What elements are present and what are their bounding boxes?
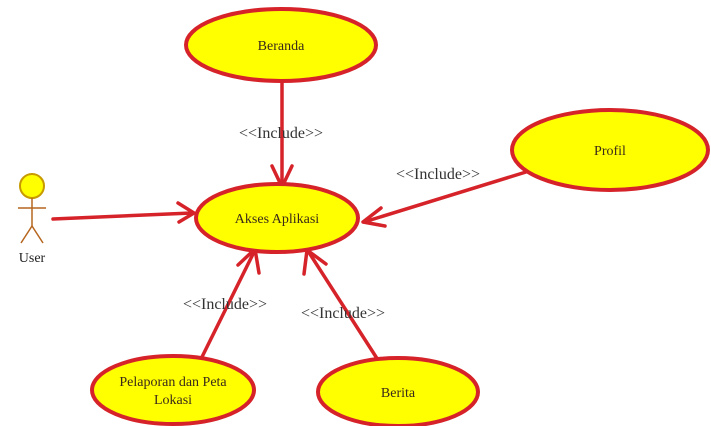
usecase-akses-aplikasi[interactable]: Akses Aplikasi — [194, 182, 360, 254]
usecase-pelaporan-label-line2: Lokasi — [154, 393, 192, 408]
edge-berita-akses — [306, 249, 380, 362]
edge-user-akses — [51, 211, 194, 221]
edge-profil-akses — [362, 170, 528, 224]
usecase-berita-label: Berita — [381, 386, 416, 401]
include-label-profil: <<Include>> — [396, 166, 480, 183]
arrowhead-profil-akses — [361, 206, 387, 228]
usecase-profil-shape — [510, 108, 710, 192]
usecase-beranda-shape — [184, 7, 378, 83]
actor-user[interactable]: User — [18, 173, 46, 266]
usecase-profil[interactable]: Profil — [510, 108, 710, 192]
include-label-beranda: <<Include>> — [239, 125, 323, 142]
usecase-pelaporan[interactable]: Pelaporan dan Peta Lokasi — [90, 354, 256, 426]
usecase-pelaporan-label-line1: Pelaporan dan Peta — [119, 375, 227, 390]
arrowhead-user-akses — [176, 201, 196, 224]
usecase-akses-aplikasi-label: Akses Aplikasi — [235, 212, 320, 227]
usecase-profil-label: Profil — [594, 144, 626, 159]
usecase-berita[interactable]: Berita — [316, 356, 480, 426]
usecase-beranda-label: Beranda — [258, 39, 305, 54]
actor-head — [19, 173, 45, 199]
include-labels: <<Include>> <<Include>> <<Include>> <<In… — [183, 125, 480, 322]
include-label-pelaporan: <<Include>> — [183, 296, 267, 313]
include-label-berita: <<Include>> — [301, 305, 385, 322]
actor-user-label: User — [19, 251, 46, 266]
usecase-berita-shape — [316, 356, 480, 426]
connectors — [51, 78, 528, 363]
edge-pelaporan-akses — [198, 248, 257, 363]
stick-figure-icon — [18, 173, 46, 244]
usecase-beranda[interactable]: Beranda — [184, 7, 378, 83]
usecase-pelaporan-shape — [90, 354, 256, 426]
usecase-akses-aplikasi-shape — [194, 182, 360, 254]
